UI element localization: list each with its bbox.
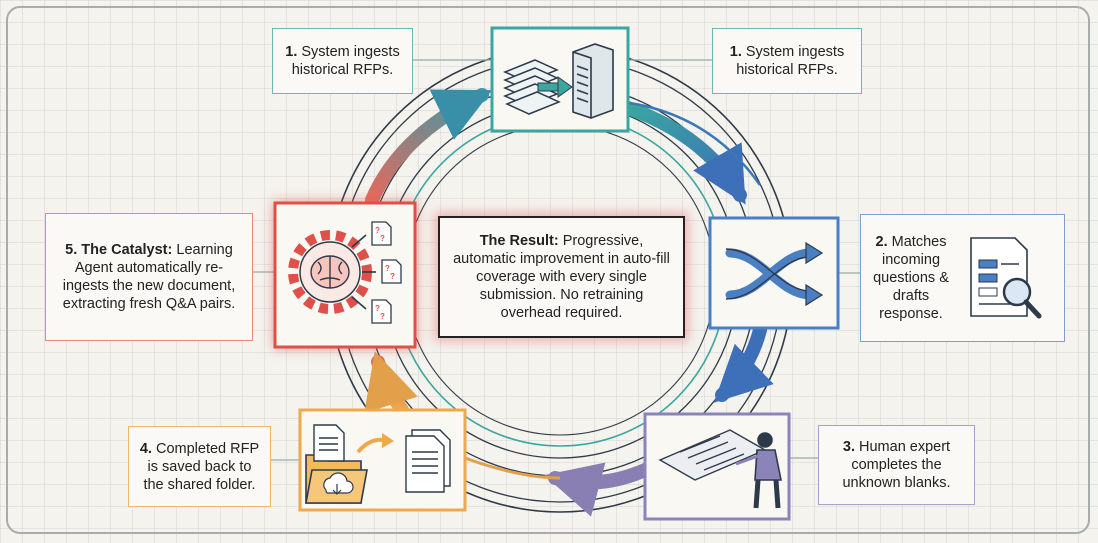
documents-stack-icon — [503, 59, 561, 115]
curved-arrow-icon — [356, 437, 385, 454]
arrow-step5-to-step1 — [365, 88, 493, 207]
callout-step1-left: 1. System ingests historical RFPs. — [272, 28, 413, 94]
result-text: Progressive, automatic improvement in au… — [453, 233, 670, 321]
step2-box — [708, 216, 840, 330]
result-summary-box: The Result: Progressive, automatic impro… — [438, 216, 685, 338]
result-heading: The Result: — [479, 233, 559, 249]
svg-text:?: ? — [380, 312, 385, 321]
step3-box — [643, 412, 791, 521]
callout-text: Learning Agent automatically re-ingests … — [62, 242, 236, 312]
callout-step1-right: 1. System ingests historical RFPs. — [712, 28, 862, 94]
document-search-icon — [970, 237, 1042, 319]
shuffle-icon — [725, 248, 815, 300]
svg-text:?: ? — [380, 234, 385, 243]
step5-box: ?? ?? ?? — [273, 201, 417, 349]
person-icon — [735, 432, 782, 509]
step4-box — [298, 408, 467, 512]
callout-text: Human expert completes the unknown blank… — [842, 439, 951, 491]
svg-text:?: ? — [385, 264, 390, 273]
svg-text:?: ? — [390, 272, 395, 281]
callout-heading: 1. — [729, 44, 742, 60]
step1-box — [490, 26, 630, 133]
qa-document-icon — [371, 221, 402, 324]
diagram-frame — [6, 6, 1090, 534]
arrow-step2-to-step3 — [713, 323, 774, 403]
callout-step5: 5. The Catalyst: Learning Agent automati… — [45, 213, 253, 341]
brain-icon — [310, 255, 350, 289]
shuffle-arrowhead-icon — [805, 241, 824, 265]
arrow-step1-to-step2 — [621, 101, 747, 205]
callout-text: System ingests historical RFPs. — [736, 44, 845, 78]
callout-heading: 1. — [285, 44, 298, 60]
callout-step2: 2. Matches incoming questions & drafts r… — [860, 214, 1065, 342]
arrow-step4-to-step5 — [364, 351, 418, 417]
source-document-icon — [313, 424, 345, 462]
completed-document-icon — [405, 429, 451, 493]
svg-text:?: ? — [375, 226, 380, 235]
callout-heading: 3. — [842, 439, 855, 455]
arrow-step3-to-step4 — [544, 462, 652, 517]
server-icon — [572, 43, 614, 119]
shuffle-arrowhead-icon — [805, 283, 824, 307]
callout-heading: 2. — [875, 234, 888, 250]
callout-text: Completed RFP is saved back to the share… — [143, 440, 260, 493]
callout-connectors — [253, 59, 860, 461]
callout-step3: 3. Human expert completes the unknown bl… — [818, 425, 975, 505]
transfer-arrow-icon — [537, 76, 573, 98]
callout-heading: 5. The Catalyst: — [65, 242, 173, 258]
callout-text: Matches incoming questions & drafts resp… — [873, 234, 949, 322]
svg-text:?: ? — [375, 304, 380, 313]
extraction-arrows — [351, 234, 376, 310]
blueprint-icon — [658, 429, 767, 481]
callout-step4: 4. Completed RFP is saved back to the sh… — [128, 426, 271, 507]
folder-icon — [305, 454, 368, 504]
callout-text: System ingests historical RFPs. — [291, 44, 400, 78]
callout-heading: 4. — [139, 440, 152, 457]
